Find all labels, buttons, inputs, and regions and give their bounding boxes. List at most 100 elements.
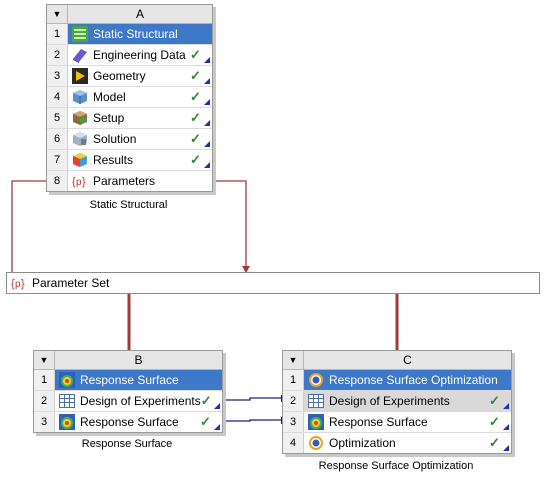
system-b-row-design-of-experiments[interactable]: 2 Design of Experiments ✓ [34,391,222,412]
system-a-caption[interactable]: Static Structural [89,199,168,211]
row-label: Optimization [329,436,396,450]
system-b[interactable]: ▼ B 1 Response Surface 2 Design of Exper… [33,350,223,433]
corner-marker-icon [214,424,220,430]
row-number: 8 [47,171,68,191]
corner-marker-icon [503,424,509,430]
svg-text:p: p [76,177,82,188]
system-a-row-static-structural[interactable]: 1 Static Structural [47,24,212,45]
check-icon: ✓ [489,393,500,408]
row-label: Response Surface [80,415,179,429]
corner-marker-icon [204,162,210,168]
setup-icon [73,111,87,125]
row-label: Design of Experiments [80,394,201,408]
svg-text:{: { [72,176,76,188]
system-a-row-engineering-data[interactable]: 2 Engineering Data ✓ [47,45,212,66]
corner-marker-icon [204,120,210,126]
geometry-icon [72,68,88,84]
response-surface-icon [59,372,75,388]
system-c-caption[interactable]: Response Surface Optimization [318,460,474,472]
row-label: Geometry [93,69,146,83]
system-b-row-response-surface[interactable]: 3 Response Surface ✓ [34,412,222,432]
system-a-row-model[interactable]: 4 Model ✓ [47,87,212,108]
row-label: Model [93,90,126,104]
row-label: Results [93,153,134,167]
row-number: 5 [47,108,68,128]
system-a-row-setup[interactable]: 5 Setup ✓ [47,108,212,129]
static-structural-icon [72,26,88,42]
row-number: 2 [34,391,55,411]
row-label: Static Structural [93,27,178,41]
response-surface-icon [308,414,324,430]
design-of-experiments-icon [59,394,75,408]
link-b-doe-to-c-doe [220,397,282,401]
row-number: 2 [47,45,68,65]
link-parameter-set-to-a [11,180,46,272]
row-label: Solution [93,132,137,146]
system-a-row-parameters[interactable]: 8 { p } Parameters [47,171,212,191]
response-surface-icon [59,414,75,430]
corner-marker-icon [214,403,220,409]
system-a-header: ▼ A [47,5,212,24]
parameter-set-icon: { p } [11,278,25,290]
system-c-row-response-surface-optimization[interactable]: 1 Response Surface Optimization [283,370,511,391]
system-b-letter: B [134,353,143,367]
check-icon: ✓ [190,68,201,83]
row-label: Response Surface [80,373,179,387]
system-a-row-geometry[interactable]: 3 Geometry ✓ [47,66,212,87]
parameters-icon: { p } [72,176,86,188]
solution-icon [73,132,87,146]
check-icon: ✓ [190,110,201,125]
system-c-row-design-of-experiments[interactable]: 2 Design of Experiments ✓ [283,391,511,412]
row-label: Engineering Data [93,48,186,62]
system-c-row-optimization[interactable]: 4 Optimization ✓ [283,433,511,453]
row-label: Parameters [93,174,156,188]
parameter-set-bar[interactable]: { p } Parameter Set [6,272,540,294]
svg-text:}: } [82,176,86,188]
system-b-menu-arrow[interactable]: ▼ [34,351,55,369]
system-c-row-response-surface[interactable]: 3 Response Surface ✓ [283,412,511,433]
check-icon: ✓ [190,89,201,104]
row-label: Response Surface [329,415,428,429]
row-number: 6 [47,129,68,149]
corner-marker-icon [204,78,210,84]
results-icon [73,153,87,167]
system-a-row-results[interactable]: 7 Results ✓ [47,150,212,171]
link-arrow-parameter-set-input [242,266,250,273]
row-label: Setup [93,111,125,125]
optimization-icon [309,436,323,450]
check-icon: ✓ [190,47,201,62]
corner-marker-icon [204,141,210,147]
row-number: 7 [47,150,68,170]
row-number: 1 [47,24,68,44]
row-number: 3 [47,66,68,86]
check-icon: ✓ [489,435,500,450]
system-c-menu-arrow[interactable]: ▼ [283,351,304,369]
row-number: 4 [47,87,68,107]
optimization-icon [309,373,323,387]
row-number: 4 [283,433,304,453]
corner-marker-icon [503,403,509,409]
check-icon: ✓ [200,414,211,429]
row-number: 2 [283,391,304,411]
svg-text:p: p [15,279,21,290]
check-icon: ✓ [190,152,201,167]
row-number: 3 [34,412,55,432]
parameter-set-label: Parameter Set [32,276,110,290]
corner-marker-icon [503,445,509,451]
engineering-data-icon [73,49,87,63]
system-a[interactable]: ▼ A 1 Static Structural 2 Engineering Da… [46,4,213,192]
system-b-row-response-surface-header[interactable]: 1 Response Surface [34,370,222,391]
system-c-letter: C [403,353,412,367]
check-icon: ✓ [200,393,212,408]
system-c-header: ▼ C [283,351,511,370]
svg-text:{: { [11,278,15,290]
system-c[interactable]: ▼ C 1 Response Surface Optimization 2 De… [282,350,512,454]
system-b-caption[interactable]: Response Surface [81,438,173,450]
row-number: 1 [34,370,55,390]
system-a-menu-arrow[interactable]: ▼ [47,5,68,23]
svg-text:}: } [21,278,25,290]
check-icon: ✓ [190,131,201,146]
row-number: 3 [283,412,304,432]
system-a-row-solution[interactable]: 6 Solution ✓ [47,129,212,150]
row-label: Design of Experiments [329,394,450,408]
